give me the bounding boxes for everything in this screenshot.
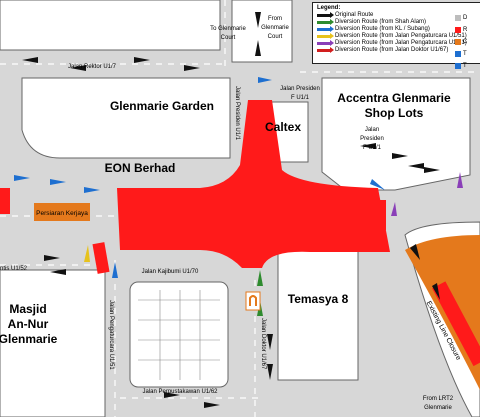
street-presiden-i2: Presiden (360, 136, 384, 142)
street-from-court-2: Glenmarie (261, 25, 289, 31)
legend-extra-label: D (463, 15, 468, 21)
street-saintis: ntis U1/52 (0, 266, 28, 272)
street-presiden-vertical: Jalan Presiden U1/1 (234, 86, 240, 141)
legend-label: Original Route (335, 12, 374, 18)
legend-item: Diversion Route (from Shah Alam) (317, 19, 477, 26)
persiaran-box (34, 203, 90, 221)
label-temasya: Temasya 8 (288, 292, 349, 306)
block-temasya (277, 249, 359, 381)
legend-label: Diversion Route (from Shah Alam) (335, 19, 427, 25)
legend-item: Diversion Route (from Jalan Pengaturcara… (317, 33, 477, 40)
legend-arrow-icon (317, 12, 334, 18)
label-accentra-2: Shop Lots (365, 106, 424, 120)
street-rektor: Jalan Rektor U1/7 (68, 64, 117, 70)
label-eon: EON Berhad (105, 161, 176, 175)
street-presiden-i1: Jalan (365, 127, 379, 133)
road-closure-zone (117, 100, 390, 268)
legend-title: Legend: (317, 5, 341, 11)
block-accentra (321, 77, 471, 191)
street-to-court-2: Court (221, 35, 236, 41)
legend-extra-item: T (455, 60, 467, 72)
label-masjid-3: Glenmarie (0, 332, 58, 346)
block-top-middle (231, 0, 293, 63)
legend-extra-label: T (463, 63, 467, 69)
label-masjid-2: An-Nur (8, 317, 49, 331)
legend-item: Diversion Route (from KL / Subang) (317, 26, 477, 33)
legend-item: Original Route (317, 12, 477, 19)
legend-label: Diversion Route (from Jalan Pengaturcara… (335, 33, 467, 39)
legend-arrow-icon (317, 26, 334, 32)
legend-extra-label: C (463, 39, 468, 45)
legend-extra-item: R (455, 24, 467, 36)
legend-label: Diversion Route (from KL / Subang) (335, 26, 430, 32)
street-pengaturcara: Jalan Pengaturcara U1/51 (108, 300, 114, 370)
block-masjid (0, 269, 106, 417)
block-top-left (0, 0, 221, 51)
street-from-court-1: From (268, 16, 282, 22)
street-doktor: Jalan Doktor U1/67 (260, 318, 266, 370)
block-glenmarie-garden (21, 77, 231, 159)
legend-label: Diversion Route (from Jalan Doktor U1/67… (335, 47, 449, 53)
street-presiden-i3: F U1/1 (363, 145, 382, 151)
legend-arrow-icon (317, 47, 334, 53)
existing-line-closure (432, 281, 480, 367)
legend-extra-label: T (463, 51, 467, 57)
construction-area (405, 235, 480, 390)
kl-diversion-arrows (14, 77, 385, 278)
label-accentra-1: Accentra Glenmarie (337, 91, 451, 105)
street-presiden-h1: Jalan Presiden (280, 86, 320, 92)
label-persiaran: Persiaran Kerjaya (36, 210, 88, 217)
legend-extra: D R C T T (455, 12, 467, 72)
street-lrt2-1: From LRT2 (423, 396, 454, 402)
closure-marker-left (0, 188, 10, 214)
parking-grid (138, 290, 220, 380)
legend-extra-item: C (455, 36, 467, 48)
legend-arrow-icon (317, 40, 334, 46)
label-masjid-1: Masjid (9, 302, 46, 316)
closure-marker-pengaturcara (92, 242, 110, 274)
legend-extra-item: T (455, 48, 467, 60)
legend-arrow-icon (317, 19, 334, 25)
u-turn-icon (245, 291, 261, 311)
street-perpustakawan: Jalan Perpustakawan U1/62 (142, 389, 218, 395)
block-parking (129, 281, 229, 388)
street-to-court-1: To Glenmarie (210, 26, 246, 32)
street-presiden-h2: F U1/1 (291, 95, 310, 101)
street-from-court-3: Court (268, 34, 283, 40)
pengaturcara-diversion-arrows (84, 172, 463, 262)
legend-item: Diversion Route (from Jalan Doktor U1/67… (317, 47, 477, 54)
closure-marker-right (378, 200, 386, 230)
legend-extra-item: D (455, 12, 467, 24)
legend-extra-label: R (463, 27, 468, 33)
original-route-arrows (22, 12, 440, 408)
label-glenmarie-garden-1: Glenmarie Garden (110, 99, 214, 113)
legend-item: Diversion Route (from Jalan Pengaturcara… (317, 40, 477, 47)
legend-label: Diversion Route (from Jalan Pengaturcara… (335, 40, 467, 46)
legend-arrow-icon (317, 33, 334, 39)
street-kajibumi: Jalan Kajibumi U1/70 (142, 269, 199, 275)
street-lrt2-2: Glenmarie (424, 405, 452, 411)
label-caltex: Caltex (265, 120, 301, 134)
